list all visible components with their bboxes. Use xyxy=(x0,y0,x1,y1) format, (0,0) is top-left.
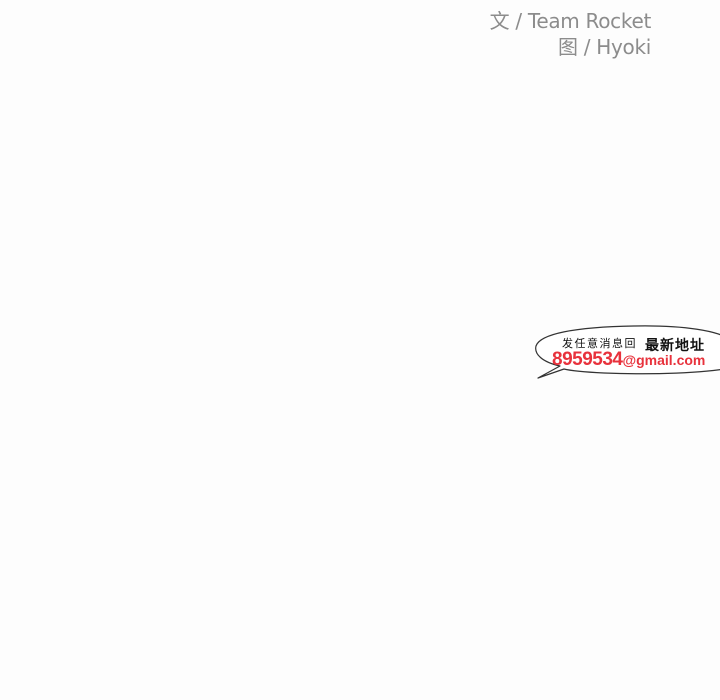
bubble-message-text: 发任意消息回 xyxy=(562,337,637,350)
artist-credit: 图 / Hyoki xyxy=(557,35,651,59)
bubble-heading-text: 最新地址 xyxy=(645,338,705,354)
email-number: 8959534 xyxy=(552,349,623,370)
writer-credit: 文 / Team Rocket xyxy=(489,9,652,33)
speech-bubble-watermark: 发任意消息回 最新地址 8959534@gmail.com xyxy=(534,322,720,382)
speech-bubble-shape xyxy=(535,325,720,379)
bubble-email: 8959534@gmail.com xyxy=(552,349,705,371)
email-domain: @gmail.com xyxy=(622,352,706,368)
credits: 文 / Team Rocket 图 / Hyoki xyxy=(489,8,652,60)
